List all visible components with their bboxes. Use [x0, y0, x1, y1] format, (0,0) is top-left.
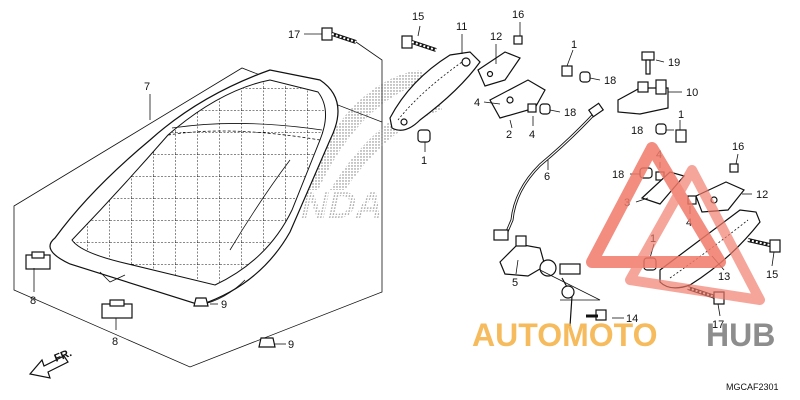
- callout-4b: 4: [529, 129, 535, 141]
- callout-12a: 12: [490, 31, 502, 43]
- collar-1c: [675, 129, 687, 143]
- callout-1b: 1: [421, 155, 427, 167]
- bolt-16a: [513, 35, 523, 45]
- callout-18d: 18: [612, 169, 624, 181]
- plate-12a: [477, 51, 521, 87]
- seat-rubber-8a: [25, 251, 51, 270]
- callout-12b: 12: [756, 189, 768, 201]
- nut-18a: [579, 71, 591, 83]
- callout-8a: 8: [30, 295, 36, 307]
- callout-15a: 15: [412, 11, 424, 23]
- callout-9a: 9: [221, 299, 227, 311]
- diagram-code: MGCAF2301: [726, 382, 779, 392]
- callout-5: 5: [512, 277, 518, 289]
- callout-1a: 1: [571, 39, 577, 51]
- collar-4b: [527, 103, 537, 113]
- nut-18c: [655, 123, 667, 135]
- callout-4d: 4: [686, 217, 692, 229]
- cable-6: [493, 102, 605, 241]
- front-label: FR.: [53, 347, 74, 365]
- callout-15b: 15: [766, 269, 778, 281]
- seat-lock-5: [499, 235, 581, 327]
- bolt-14: [586, 309, 607, 321]
- callout-17b: 17: [712, 319, 724, 331]
- bolt-15a: [401, 35, 437, 52]
- lock-bracket-10: [617, 79, 669, 115]
- bolt-19: [641, 51, 655, 75]
- front-arrow-icon: FR.: [28, 347, 74, 379]
- seat-7: [49, 69, 339, 306]
- callout-4a: 4: [474, 97, 480, 109]
- callout-8b: 8: [112, 336, 118, 348]
- callout-2: 2: [506, 129, 512, 141]
- callout-16a: 16: [512, 9, 524, 21]
- bracket-2: [489, 79, 546, 119]
- callout-13: 13: [718, 271, 730, 283]
- bolt-16b: [729, 163, 739, 173]
- callout-19: 19: [668, 57, 680, 69]
- grommet-9a: [193, 297, 209, 307]
- callout-labels: 7 8 8 9 9 17 15 11 16 12 4 2 4 1 18 18 1…: [30, 9, 778, 351]
- bolt-15b: [747, 238, 781, 253]
- collar-1b: [417, 129, 431, 143]
- callout-18b: 18: [564, 107, 576, 119]
- seat-assembly-outline: [13, 67, 383, 368]
- callout-10: 10: [686, 87, 698, 99]
- grommet-9b: [258, 337, 276, 348]
- callout-6: 6: [544, 171, 550, 183]
- seat-rubber-8b: [101, 299, 133, 319]
- callout-1c: 1: [678, 109, 684, 121]
- logo-text-hub: HUB: [706, 317, 775, 353]
- grab-rail-11: [389, 51, 481, 131]
- callout-18c: 18: [631, 125, 643, 137]
- warning-triangle-icon: [586, 142, 726, 268]
- automotohub-logo: AUTOMOTO HUB: [472, 142, 775, 353]
- bolt-17a: [321, 27, 357, 44]
- callout-7: 7: [144, 81, 150, 93]
- callout-9b: 9: [288, 339, 294, 351]
- nut-18b: [539, 103, 551, 115]
- nut-1a: [561, 65, 573, 77]
- callout-16b: 16: [732, 141, 744, 153]
- callout-18a: 18: [604, 75, 616, 87]
- callout-11: 11: [456, 21, 467, 33]
- logo-text-automoto: AUTOMOTO: [472, 317, 657, 353]
- callout-14: 14: [626, 313, 638, 325]
- callout-17a: 17: [288, 29, 300, 41]
